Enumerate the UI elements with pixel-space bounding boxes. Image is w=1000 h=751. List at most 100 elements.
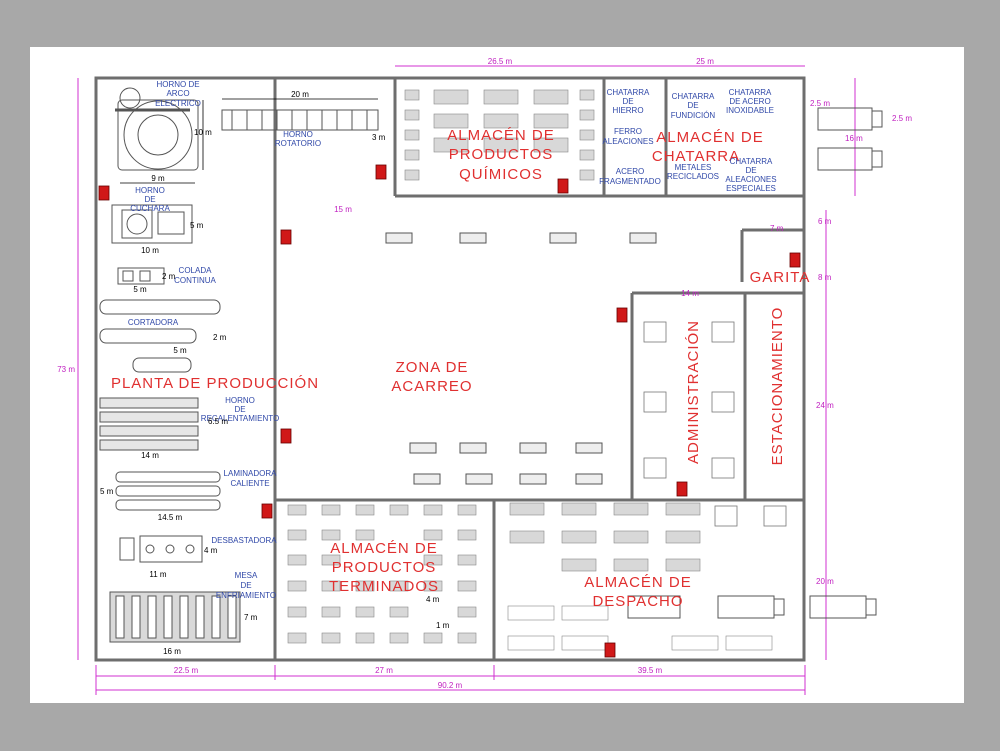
chemicals-racks: [404, 89, 595, 181]
dim-2-5-a: 2.5 m: [810, 99, 830, 108]
dim-6: 6 m: [818, 217, 832, 226]
label-horno-rotatorio-1: HORNO: [283, 130, 313, 139]
zone-quimicos-2: PRODUCTOS: [449, 146, 554, 163]
dim-25: 25 m: [696, 57, 714, 66]
dim-7-b: 7 m: [244, 613, 258, 622]
label-chat-aleac-2: DE: [745, 166, 756, 175]
zone-despacho-1: ALMACÉN DE: [584, 574, 692, 591]
dim-16-a: 16 m: [845, 134, 863, 143]
zone-quimicos-1: ALMACÉN DE: [447, 127, 555, 144]
walls: [94, 76, 806, 662]
overall-dimensions: [77, 65, 856, 695]
label-chat-acero-3: INOXIDABLE: [726, 106, 774, 115]
dim-9: 9 m: [151, 174, 165, 183]
label-chat-hierro-1: CHATARRA: [607, 88, 650, 97]
label-chat-fundicion-3: FUNDICIÓN: [671, 111, 716, 120]
forklifts: [385, 232, 657, 485]
zone-garita: GARITA: [750, 269, 811, 286]
label-chat-aleac-3: ALEACIONES: [725, 175, 776, 184]
dim-20-a: 20 m: [816, 577, 834, 586]
label-chat-hierro-3: HIERRO: [612, 106, 643, 115]
label-horno-recal-1: HORNO: [225, 396, 255, 405]
dim-5-d: 5 m: [100, 487, 114, 496]
dim-16-b: 16 m: [163, 647, 181, 656]
dim-15: 15 m: [334, 205, 352, 214]
label-chat-acero-1: CHATARRA: [729, 88, 772, 97]
zone-administracion: ADMINISTRACIÓN: [685, 320, 702, 464]
finished-products-racks: [287, 504, 477, 644]
label-chat-fundicion-1: CHATARRA: [672, 92, 715, 101]
dim-10-b: 10 m: [141, 246, 159, 255]
dim-5-c: 5 m: [173, 346, 187, 355]
label-horno-recal-2: DE: [234, 405, 245, 414]
label-horno-cuchara-1: HORNO: [135, 186, 165, 195]
label-ferro-1: FERRO: [614, 127, 642, 136]
dim-39-5: 39.5 m: [638, 666, 663, 675]
label-mesa-1: MESA: [235, 571, 258, 580]
zone-acarreo-2: ACARREO: [391, 378, 472, 395]
rotary-furnace-equipment: [221, 109, 379, 131]
label-colada-1: COLADA: [179, 266, 213, 275]
dim-73: 73 m: [57, 365, 75, 374]
zone-despacho-2: DESPACHO: [592, 593, 683, 610]
dim-1: 1 m: [436, 621, 450, 630]
dim-14-b: 14 m: [141, 451, 159, 460]
label-horno-recal-3: RECALENTAMIENTO: [201, 414, 279, 423]
dispatch-racks: [507, 502, 773, 651]
cooling-bed-equipment: [109, 591, 241, 643]
cutter-equipment: [99, 299, 221, 373]
zone-terminados-1: ALMACÉN DE: [330, 540, 438, 557]
label-metales-1: METALES: [675, 163, 712, 172]
dim-4-a: 4 m: [204, 546, 218, 555]
label-desbastadora: DESBASTADORA: [211, 536, 277, 545]
dim-11: 11 m: [149, 570, 167, 579]
fire-extinguishers: [98, 164, 801, 658]
label-horno-cuchara-3: CUCHARA: [130, 204, 170, 213]
zone-terminados-3: TERMINADOS: [329, 578, 439, 595]
dim-8: 8 m: [818, 273, 832, 282]
dim-14-a: 14 m: [681, 289, 699, 298]
label-chat-fundicion-2: DE: [687, 101, 698, 110]
dim-2-b: 2 m: [213, 333, 227, 342]
label-laminadora-2: CALIENTE: [230, 479, 269, 488]
label-chat-aleac-4: ESPECIALES: [726, 184, 776, 193]
label-horno-arco-2: ARCO: [166, 89, 189, 98]
label-acero-frag-2: FRAGMENTADO: [599, 177, 661, 186]
dim-4-b: 4 m: [426, 595, 440, 604]
label-horno-cuchara-2: DE: [144, 195, 155, 204]
dim-2-a: 2 m: [162, 272, 176, 281]
label-metales-2: RECICLADOS: [667, 172, 719, 181]
dim-2-5-b: 2.5 m: [892, 114, 912, 123]
label-horno-arco-1: HORNO DE: [156, 80, 199, 89]
zone-planta-produccion: PLANTA DE PRODUCCIÓN: [111, 375, 319, 392]
zone-chatarra-1: ALMACÉN DE: [656, 129, 764, 146]
label-chat-aleac-1: CHATARRA: [730, 157, 773, 166]
dim-27: 27 m: [375, 666, 393, 675]
label-chat-hierro-2: DE: [622, 97, 633, 106]
dim-7: 7 m: [770, 224, 784, 233]
label-mesa-3: ENFRIAMIENTO: [216, 591, 276, 600]
label-horno-rotatorio-2: ROTATORIO: [275, 139, 321, 148]
office-desks: [643, 321, 787, 527]
label-horno-arco-3: ELECTRICO: [155, 99, 201, 108]
dim-5-b: 5 m: [133, 285, 147, 294]
dim-3: 3 m: [372, 133, 386, 142]
label-cortadora: CORTADORA: [128, 318, 179, 327]
dim-24: 24 m: [816, 401, 834, 410]
dim-90-2: 90.2 m: [438, 681, 463, 690]
zone-estacionamiento: ESTACIONAMIENTO: [769, 307, 786, 466]
label-chat-acero-2: DE ACERO: [729, 97, 770, 106]
dim-6-5: 6.5 m: [208, 417, 228, 426]
dim-5-a: 5 m: [190, 221, 204, 230]
roughing-mill-equipment: [119, 535, 203, 563]
dim-20-b: 20 m: [291, 90, 309, 99]
label-colada-2: CONTINUA: [174, 276, 216, 285]
reheat-furnace-equipment: [99, 397, 199, 451]
zone-terminados-2: PRODUCTOS: [332, 559, 437, 576]
dim-22-5: 22.5 m: [174, 666, 199, 675]
label-acero-frag-1: ACERO: [616, 167, 644, 176]
zone-acarreo-1: ZONA DE: [396, 359, 469, 376]
zone-quimicos-3: QUÍMICOS: [459, 166, 543, 183]
trucks: [627, 107, 883, 619]
